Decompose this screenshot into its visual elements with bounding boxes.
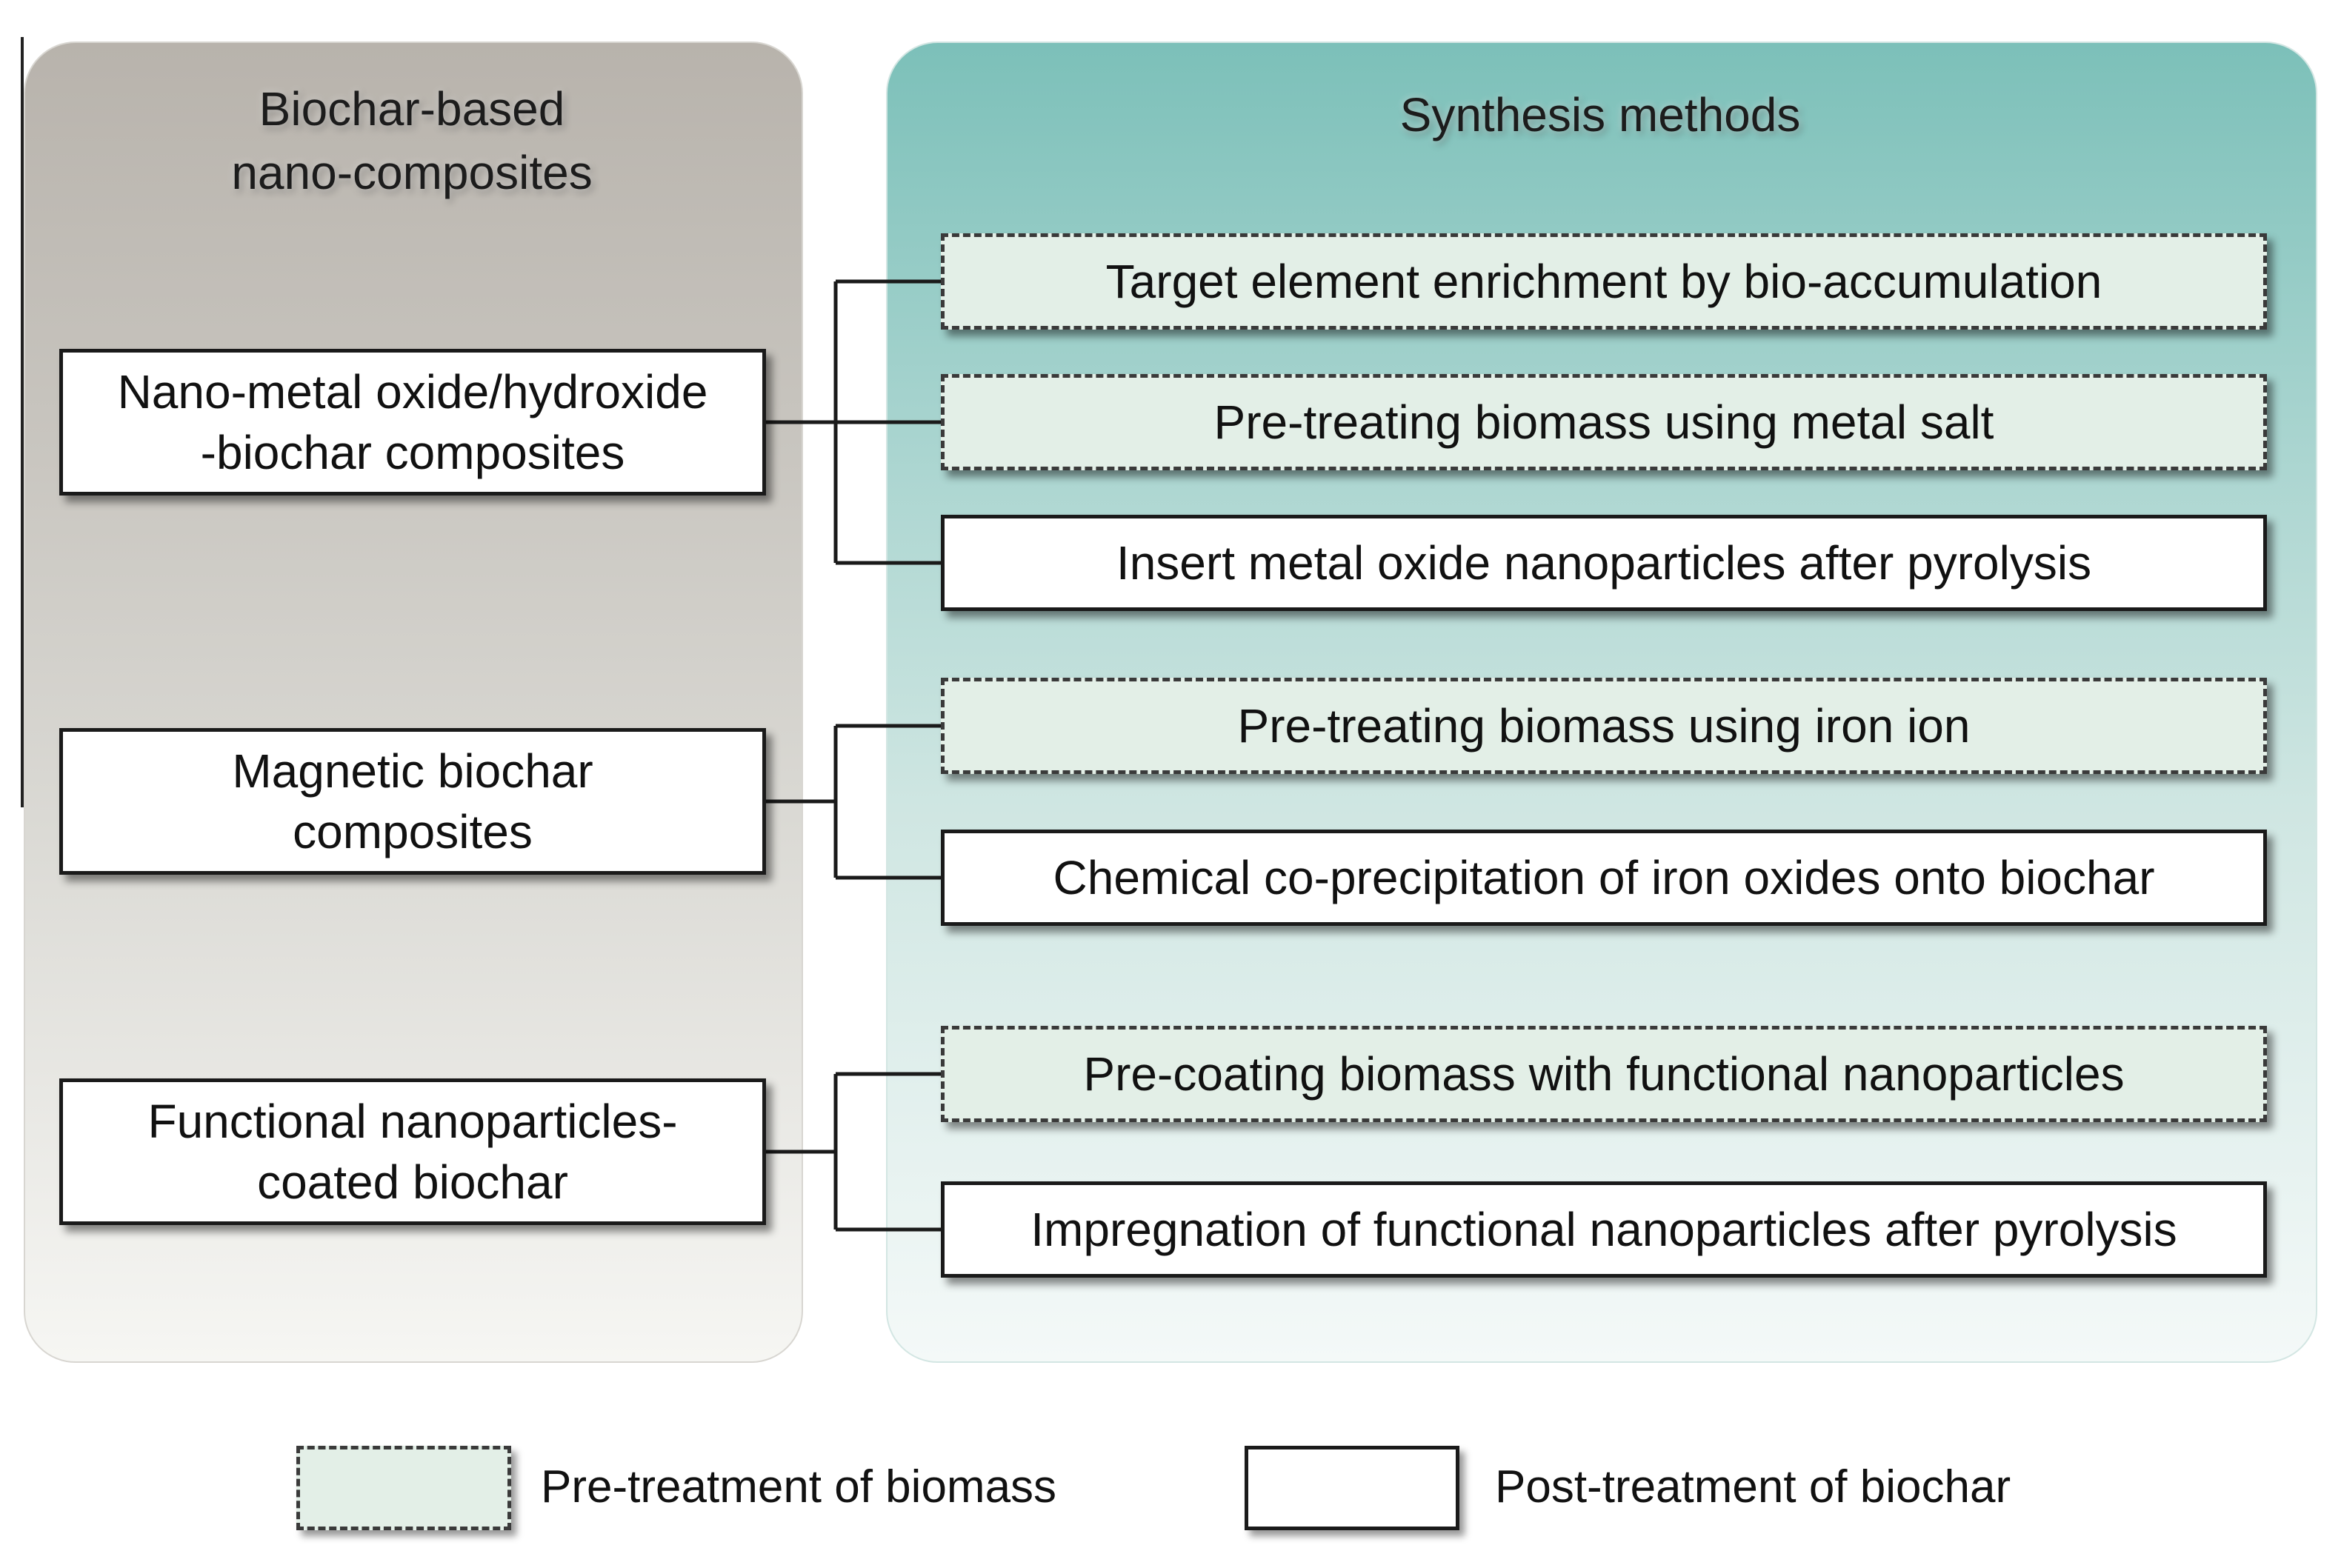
composites-title-line1: Biochar-based bbox=[259, 82, 565, 136]
composites-panel-title: Biochar-based nano-composites bbox=[24, 77, 800, 204]
category-label-line1: Nano-metal oxide/hydroxide bbox=[117, 365, 708, 418]
composites-title-line2: nano-composites bbox=[231, 146, 593, 199]
connector-group-1 bbox=[766, 279, 941, 565]
method-iron-ion-pretreatment: Pre-treating biomass using iron ion bbox=[941, 678, 2267, 774]
method-co-precipitation: Chemical co-precipitation of iron oxides… bbox=[941, 830, 2267, 926]
legend-post-treatment-swatch bbox=[1245, 1446, 1459, 1530]
category-functional-nanoparticles: Functional nanoparticles- coated biochar bbox=[59, 1078, 766, 1225]
legend-pre-treatment-label: Pre-treatment of biomass bbox=[541, 1461, 1057, 1512]
connector-group-3 bbox=[766, 1072, 941, 1232]
left-edge-line bbox=[21, 37, 24, 807]
method-pre-coating: Pre-coating biomass with functional nano… bbox=[941, 1026, 2267, 1122]
category-label-line2: composites bbox=[293, 805, 533, 858]
category-label-line2: -biochar composites bbox=[200, 426, 625, 479]
legend-post-treatment-label: Post-treatment of biochar bbox=[1495, 1461, 2011, 1512]
methods-panel-title: Synthesis methods bbox=[1399, 88, 1801, 141]
legend-pre-treatment-swatch bbox=[296, 1446, 511, 1530]
method-metal-salt-pretreatment: Pre-treating biomass using metal salt bbox=[941, 374, 2267, 470]
category-nano-metal-oxide: Nano-metal oxide/hydroxide -biochar comp… bbox=[59, 349, 766, 496]
category-label-line1: Functional nanoparticles- bbox=[147, 1095, 678, 1148]
category-label-line1: Magnetic biochar bbox=[232, 744, 593, 798]
method-impregnation: Impregnation of functional nanoparticles… bbox=[941, 1181, 2267, 1278]
category-label-line2: coated biochar bbox=[257, 1155, 568, 1209]
method-insert-metal-oxide: Insert metal oxide nanoparticles after p… bbox=[941, 515, 2267, 611]
category-magnetic-biochar: Magnetic biochar composites bbox=[59, 728, 766, 875]
method-bio-accumulation: Target element enrichment by bio-accumul… bbox=[941, 233, 2267, 330]
connector-group-2 bbox=[766, 724, 941, 880]
